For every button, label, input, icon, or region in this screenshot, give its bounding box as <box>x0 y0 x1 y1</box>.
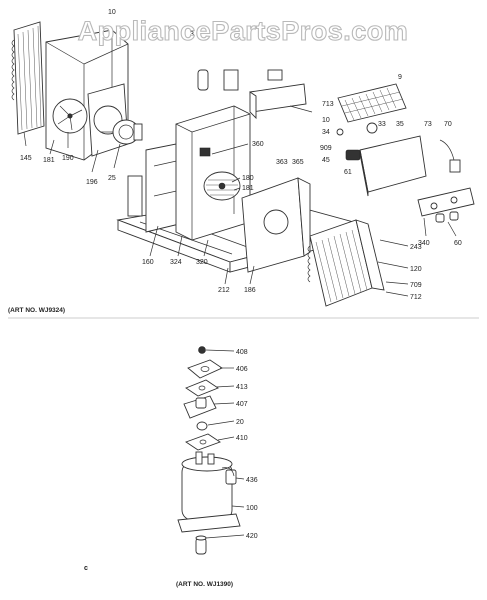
control-box <box>336 122 427 197</box>
callout-label: 73 <box>424 121 432 128</box>
center-bulkhead <box>175 105 251 241</box>
lower-leader-lines <box>205 349 245 539</box>
callout-label: 420 <box>246 533 258 540</box>
callout-label: 70 <box>444 121 452 128</box>
callout-label: 100 <box>246 505 258 512</box>
callout-label: 60 <box>454 240 462 247</box>
callout-label: 160 <box>142 259 154 266</box>
condenser-coil-left <box>11 21 45 135</box>
watermark-text: AppliancePartsPros.com <box>78 16 409 46</box>
stray-mark: c <box>84 565 88 572</box>
callout-label: 181 <box>43 157 55 164</box>
blower-wheel <box>203 171 241 201</box>
callout-label: 212 <box>218 287 230 294</box>
callout-label: 25 <box>108 175 116 182</box>
callout-label: 709 <box>410 282 422 289</box>
grommet <box>195 535 207 555</box>
evaporator-grille <box>337 83 407 123</box>
callout-label: 9 <box>398 74 402 81</box>
callout-label: 120 <box>410 266 422 273</box>
callout-label: 61 <box>344 169 352 176</box>
evaporator-coil <box>307 219 385 307</box>
callout-label: 180 <box>242 175 254 182</box>
callout-label: 33 <box>378 121 386 128</box>
blower-scroll-panel <box>241 177 311 273</box>
compressor-assembly-drawing: 408 406 413 407 20 410 436 100 420 c (AR… <box>84 346 258 588</box>
upper-assembly-drawing: 10 3 713 9 145 181 190 196 25 360 363 36… <box>8 9 475 314</box>
callout-label: 909 <box>320 145 332 152</box>
callout-label: 413 <box>236 384 248 391</box>
callout-label: 20 <box>236 419 244 426</box>
condenser-fan-blade <box>52 98 88 134</box>
callout-label: 196 <box>86 179 98 186</box>
callout-label: 3 <box>190 31 194 38</box>
callout-label: 35 <box>396 121 404 128</box>
callout-label: 363 <box>276 159 288 166</box>
upper-leader-lines <box>23 105 457 297</box>
callout-label: 365 <box>292 159 304 166</box>
callout-label: 407 <box>236 401 248 408</box>
upper-callout-labels: 10 3 713 9 145 181 190 196 25 360 363 36… <box>20 9 462 301</box>
callout-label: 34 <box>322 129 330 136</box>
callout-label: 360 <box>252 141 264 148</box>
callout-label: 190 <box>62 155 74 162</box>
callout-label: 45 <box>322 157 330 164</box>
compressor <box>177 451 241 533</box>
callout-label: 410 <box>236 435 248 442</box>
callout-label: 324 <box>170 259 182 266</box>
callout-label: 10 <box>108 9 116 16</box>
callout-label: 408 <box>236 349 248 356</box>
callout-label: 320 <box>196 259 208 266</box>
art-number-lower: (ART NO. WJ1390) <box>176 581 233 588</box>
top-bracket-parts <box>197 69 307 120</box>
callout-label: 10 <box>322 117 330 124</box>
callout-label: 243 <box>410 244 422 251</box>
art-number-upper: (ART NO. WJ9324) <box>8 307 65 314</box>
callout-label: 436 <box>246 477 258 484</box>
callout-label: 186 <box>244 287 256 294</box>
lower-callout-labels: 408 406 413 407 20 410 436 100 420 <box>236 349 258 540</box>
mount-parts-stack <box>183 346 223 451</box>
callout-label: 712 <box>410 294 422 301</box>
callout-label: 406 <box>236 366 248 373</box>
control-panel <box>417 139 475 223</box>
callout-label: 145 <box>20 155 32 162</box>
orifice-plate <box>87 83 129 157</box>
callout-label: 340 <box>418 240 430 247</box>
callout-label: 181 <box>242 185 254 192</box>
callout-label: 713 <box>322 101 334 108</box>
fan-motor <box>100 119 143 145</box>
